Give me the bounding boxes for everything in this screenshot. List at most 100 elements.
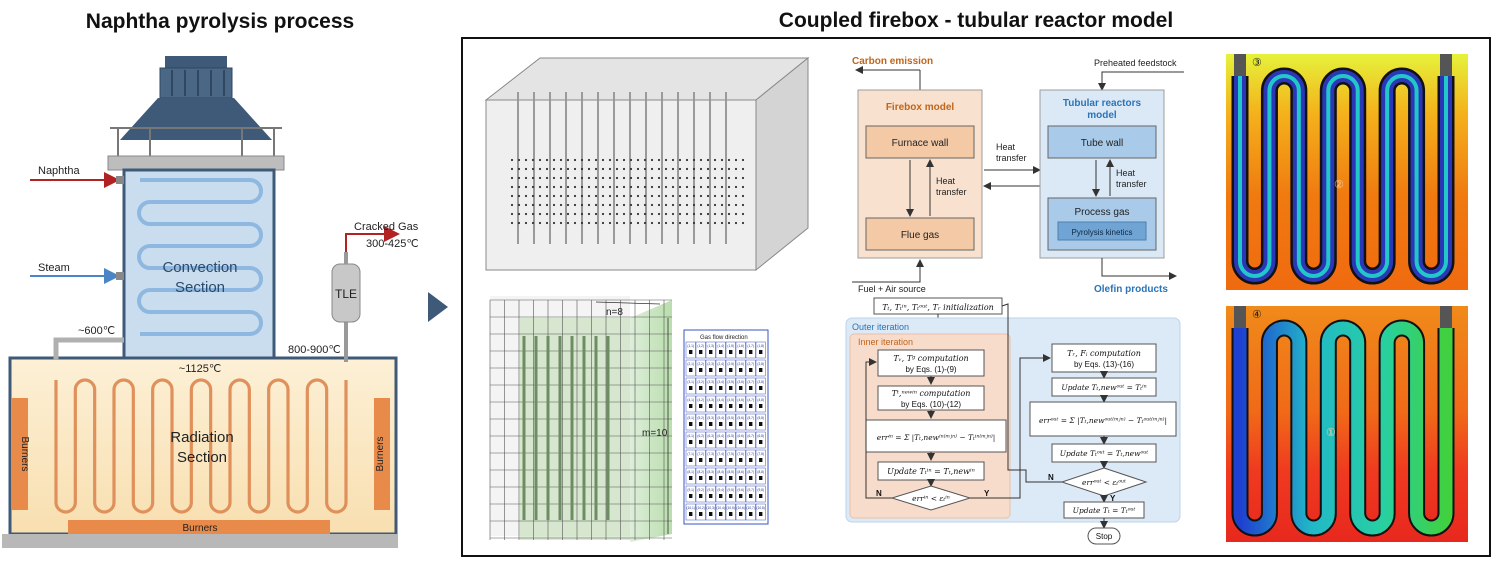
firebox-mesh-dot [706,158,710,162]
firebox-mesh-dot [643,167,647,171]
cell-index: (10,1) [687,506,695,510]
firebox-mesh-dot [671,194,675,198]
firebox-mesh-dot [720,167,724,171]
r5-label: errᵒᵘᵗ < εₜᵒᵘᵗ [1082,478,1126,487]
firebox-mesh-dot [692,176,696,180]
firebox-mesh-dot [566,221,570,225]
firebox-mesh-dot [524,176,528,180]
cell-tube-marker [699,512,703,516]
cell-tube-marker [729,440,733,444]
cell-tube-marker [759,350,763,354]
firebox-mesh-dot [538,194,542,198]
cell-tube-marker [709,458,713,462]
convection-coil [137,178,263,336]
firebox-mesh-dot [601,176,605,180]
firebox-mesh-dot [531,203,535,207]
firebox-mesh-dot [678,194,682,198]
firebox-mesh-dot [538,185,542,189]
firebox-mesh-dot [524,212,528,216]
firebox-mesh-dot [566,212,570,216]
firebox-mesh-dot [510,185,514,189]
cell-index: (2,8) [757,362,764,366]
firebox-mesh-dot [692,158,696,162]
flue-gas-label: Flue gas [901,230,939,241]
firebox-mesh-dot [734,167,738,171]
firebox-mesh-dot [531,176,535,180]
firebox-mesh-dot [601,221,605,225]
firebox-mesh-dot [713,221,717,225]
cell-tube-marker [709,350,713,354]
cell-index: (6,2) [697,434,704,438]
firebox-mesh-dot [643,185,647,189]
firebox-mesh-dot [643,203,647,207]
firebox-mesh-dot [510,212,514,216]
heat-transfer-c-1: Heat [1116,168,1136,178]
step1-box [877,349,985,377]
firebox-mesh-dot [601,194,605,198]
r2-label: Update Tₜ,newᵒᵘᵗ = Tₜⁱⁿ [1061,383,1146,392]
cell-tube-marker [719,494,723,498]
mesh-m-label: m=10 [642,428,668,439]
firebox-mesh-dot [671,203,675,207]
cell-index: (4,7) [747,398,754,402]
burners-right-label: Burners [375,436,386,471]
step1-l1: Tᵥ, Tᵍ computation [893,354,968,363]
cell-tube-marker [729,404,733,408]
cell-index: (10,6) [737,506,745,510]
firebox-mesh-dot [706,176,710,180]
cell-tube-marker [749,422,753,426]
firebox-mesh-dot [587,176,591,180]
firebox-mesh-dot [685,194,689,198]
cell-index: (5,5) [727,416,734,420]
cell-index: (7,1) [687,452,694,456]
firebox-mesh-dot [601,203,605,207]
cell-tube-marker [759,512,763,516]
firebox-mesh-dot [706,212,710,216]
radiation-label-1: Radiation [170,429,233,446]
cell-index: (7,3) [707,452,714,456]
cell-tube-marker [709,512,713,516]
firebox-mesh-dot [545,221,549,225]
firebox-mesh-dot [643,176,647,180]
step3-box [865,419,1007,453]
stop-box [1087,527,1121,545]
firebox-mesh-dot [580,203,584,207]
cell-index: (4,6) [737,398,744,402]
contour-bottom-mid: ① [1326,427,1336,439]
firebox-mesh-dot [524,203,528,207]
pyrolysis-kinetics-label: Pyrolysis kinetics [1072,228,1133,237]
cell-index: (1,5) [727,344,734,348]
firebox-mesh-dot [517,158,521,162]
cell-tube-marker [759,494,763,498]
firebox-mesh-dot [643,212,647,216]
cell-index: (3,2) [697,380,704,384]
heat-transfer-b-2: transfer [996,153,1027,163]
stop-label: Stop [1096,532,1113,541]
firebox-mesh-dot [692,185,696,189]
cracked-gas-arrow [345,226,400,252]
firebox-mesh-dot [643,194,647,198]
step2-l1: Tᵗ,ⁿᵉʷⁱⁿ computation [892,389,971,398]
firebox-mesh-dot [545,194,549,198]
cell-tube-marker [689,350,693,354]
cell-tube-marker [689,458,693,462]
firebox-mesh-dot [517,185,521,189]
cell-index: (8,3) [707,470,714,474]
firebox-mesh-dot [650,203,654,207]
naphtha-nozzle [116,176,124,184]
burners-left-label: Burners [19,436,30,471]
tube-wall-label: Tube wall [1081,138,1123,149]
firebox-mesh-dot [601,212,605,216]
cell-index: (10,4) [717,506,725,510]
cell-index: (2,3) [707,362,714,366]
r1-l2: by Eqs. (13)-(16) [1074,360,1134,369]
cell-index: (8,8) [757,470,764,474]
firebox-mesh-dot [671,167,675,171]
firebox-mesh-dot [615,212,619,216]
firebox-mesh-dot [629,194,633,198]
cell-tube-marker [699,350,703,354]
firebox-mesh-dot [671,221,675,225]
firebox-mesh-dot [720,176,724,180]
firebox-mesh-dot [615,167,619,171]
firebox-mesh-dot [524,185,528,189]
